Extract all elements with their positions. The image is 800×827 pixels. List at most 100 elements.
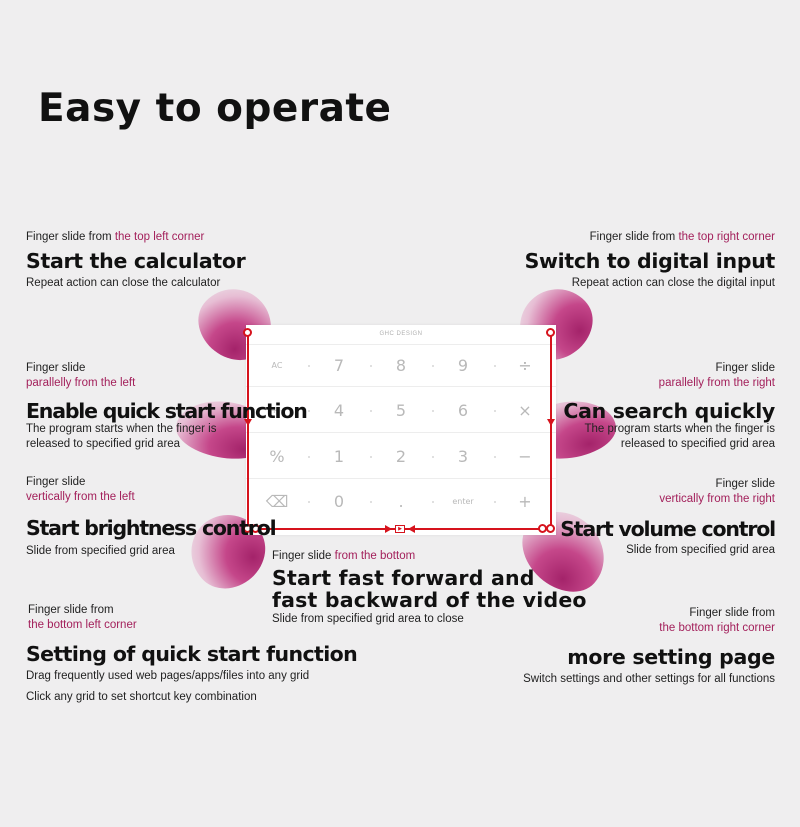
- key-separator-dot: [308, 501, 310, 503]
- calc-key[interactable]: ×: [518, 400, 532, 420]
- gesture-hint: Finger slide from the top left corner: [26, 231, 205, 243]
- block-bottom: Finger slide from the bottom Start fast …: [272, 549, 587, 627]
- gesture-hint-accent: the bottom left corner: [28, 619, 137, 631]
- feature-heading: Enable quick start function: [26, 399, 308, 423]
- feature-heading: Can search quickly: [563, 399, 775, 423]
- calc-row: +/- 4 5 6 ×: [246, 389, 556, 431]
- feature-heading: Setting of quick start function: [26, 642, 358, 666]
- feature-description: Drag frequently used web pages/apps/file…: [26, 670, 310, 682]
- feature-description: Switch settings and other settings for a…: [523, 673, 775, 685]
- gesture-hint-accent: parallelly from the right: [658, 377, 775, 389]
- page-title: Easy to operate: [38, 86, 392, 131]
- row-divider: [246, 432, 556, 433]
- calc-key[interactable]: 3: [457, 446, 469, 466]
- calc-key[interactable]: 8: [395, 355, 407, 375]
- key-separator-dot: [494, 410, 496, 412]
- key-separator-dot: [308, 365, 310, 367]
- key-separator-dot: [370, 365, 372, 367]
- calc-key[interactable]: 0: [333, 491, 345, 511]
- block-vertical-left: Finger slide vertically from the left St…: [26, 475, 277, 559]
- key-separator-dot: [432, 501, 434, 503]
- block-mid-right: Finger slide parallelly from the right C…: [563, 361, 775, 452]
- gesture-hint: Finger slide: [715, 478, 775, 490]
- backspace-icon[interactable]: ⌫: [265, 491, 289, 511]
- gesture-hint: Finger slide from the bottom: [272, 550, 416, 562]
- feature-description: Slide from specified grid area: [626, 544, 775, 556]
- arrow-left-icon: [408, 525, 415, 533]
- row-divider: [246, 344, 556, 345]
- feature-description: Repeat action can close the calculator: [26, 277, 221, 289]
- calc-key[interactable]: +/-: [270, 405, 284, 415]
- calc-key[interactable]: 5: [395, 400, 407, 420]
- calc-row: ⌫ 0 . enter +: [246, 480, 556, 522]
- key-separator-dot: [370, 410, 372, 412]
- feature-description: Slide from specified grid area: [26, 545, 175, 557]
- right-vertical-line: [550, 336, 552, 528]
- gesture-hint-accent: the bottom right corner: [659, 622, 775, 634]
- feature-heading: Start fast forward and: [272, 566, 535, 590]
- left-vertical-line: [247, 336, 249, 528]
- feature-description: The program starts when the finger is: [584, 423, 775, 435]
- calc-key[interactable]: +: [518, 491, 532, 511]
- calc-key[interactable]: 2: [395, 446, 407, 466]
- gesture-hint: Finger slide: [26, 476, 86, 488]
- feature-description: released to specified grid area: [26, 438, 181, 450]
- calc-key[interactable]: 6: [457, 400, 469, 420]
- feature-heading: Start volume control: [560, 517, 776, 541]
- key-separator-dot: [494, 365, 496, 367]
- key-separator-dot: [308, 456, 310, 458]
- gesture-hint: Finger slide: [715, 362, 775, 374]
- key-separator-dot: [370, 456, 372, 458]
- feature-heading: Switch to digital input: [524, 249, 776, 273]
- feature-heading: more setting page: [567, 645, 775, 669]
- block-bottom-right: Finger slide from the bottom right corne…: [523, 606, 775, 687]
- calc-key[interactable]: 4: [333, 400, 345, 420]
- enter-key[interactable]: enter: [452, 496, 474, 506]
- marker-top-right: [546, 328, 555, 337]
- calc-key[interactable]: 9: [457, 355, 469, 375]
- calc-key[interactable]: .: [398, 491, 404, 511]
- arrow-down-icon: [547, 419, 555, 426]
- key-separator-dot: [494, 456, 496, 458]
- block-vertical-right: Finger slide vertically from the right S…: [560, 477, 776, 558]
- gesture-hint-accent: parallelly from the left: [26, 377, 136, 389]
- feature-description: Repeat action can close the digital inpu…: [571, 277, 775, 289]
- block-top-left: Finger slide from the top left corner St…: [26, 230, 246, 291]
- gesture-hint-accent: vertically from the left: [26, 491, 135, 503]
- key-separator-dot: [308, 410, 310, 412]
- gesture-hint: Finger slide: [26, 362, 86, 374]
- key-separator-dot: [432, 365, 434, 367]
- key-separator-dot: [432, 410, 434, 412]
- calc-key[interactable]: ÷: [518, 355, 532, 375]
- calc-row: % 1 2 3 −: [246, 435, 556, 477]
- block-bottom-left: Finger slide from the bottom left corner…: [26, 603, 358, 705]
- calc-key[interactable]: −: [518, 446, 532, 466]
- calc-key[interactable]: 1: [333, 446, 345, 466]
- block-mid-left: Finger slide parallelly from the left En…: [26, 361, 308, 452]
- row-divider: [246, 386, 556, 387]
- feature-description: The program starts when the finger is: [26, 423, 217, 435]
- key-separator-dot: [432, 456, 434, 458]
- gesture-hint: Finger slide from: [28, 604, 114, 616]
- row-divider: [246, 478, 556, 479]
- feature-heading: Start brightness control: [26, 516, 277, 540]
- calc-row: AC 7 8 9 ÷: [246, 344, 556, 386]
- feature-description: Slide from specified grid area to close: [272, 613, 464, 625]
- calc-key[interactable]: AC: [271, 360, 283, 370]
- feature-description: Click any grid to set shortcut key combi…: [26, 691, 257, 703]
- marker-top-left: [243, 328, 252, 337]
- gesture-hint: Finger slide from the top right corner: [589, 231, 775, 243]
- arrow-down-icon: [244, 419, 252, 426]
- marker-bottom-right-b: [546, 524, 555, 533]
- gesture-hint-accent: vertically from the right: [659, 493, 775, 505]
- arrow-right-icon: [385, 525, 392, 533]
- block-top-right: Finger slide from the top right corner S…: [524, 230, 776, 291]
- feature-heading: fast backward of the video: [272, 588, 587, 612]
- brand-label: GHC DESIGN: [379, 331, 423, 337]
- calculator-panel: GHC DESIGN AC 7 8 9 ÷ +/- 4 5 6 × % 1 2 …: [246, 325, 556, 535]
- feature-heading: Start the calculator: [26, 249, 246, 273]
- video-icon: ▶: [395, 525, 405, 533]
- calc-key[interactable]: 7: [333, 355, 345, 375]
- key-separator-dot: [494, 501, 496, 503]
- calc-key[interactable]: %: [269, 446, 285, 466]
